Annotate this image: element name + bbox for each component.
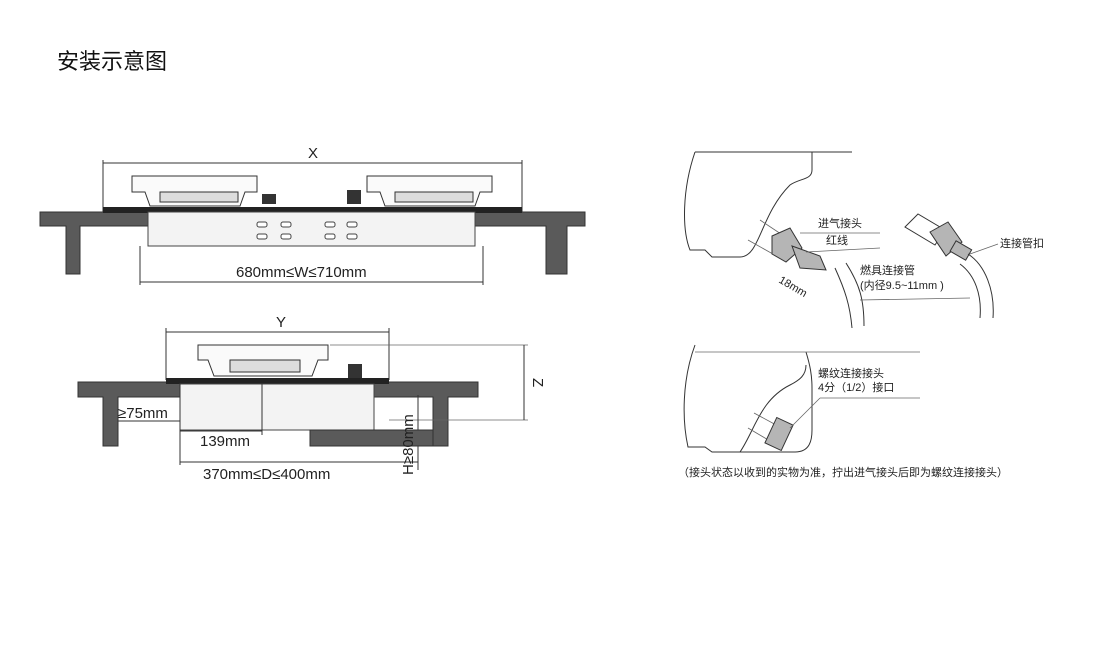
thread-connector-label: 螺纹连接接头: [818, 366, 884, 380]
red-line-label: 红线: [826, 233, 848, 247]
thread-spec-label: 4分（1/2）接口: [818, 381, 894, 394]
thread-connection-detail: 螺纹连接接头 4分（1/2）接口 （接头状态以收到的实物为准，拧出进气接头后即为…: [678, 344, 1008, 479]
d-label: 370mm≤D≤400mm: [203, 466, 330, 483]
clearance-label: ≥75mm: [118, 405, 168, 422]
thread-connector: [764, 416, 794, 452]
inlet-connection-detail: 进气接头 红线 18mm 燃具连接管 (内径9.5~11mm ) 连接管扣: [684, 151, 1044, 329]
z-label: Z: [529, 378, 546, 387]
w-label: 680mm≤W≤710mm: [236, 264, 367, 281]
inlet-connector: [791, 245, 827, 271]
x-label: X: [308, 145, 318, 162]
note-text: （接头状态以收到的实物为准，拧出进气接头后即为螺纹连接接头）: [678, 465, 1008, 479]
hob-body: [147, 211, 476, 247]
side-knob: [348, 364, 362, 378]
right-knob: [347, 190, 361, 204]
left-knob: [262, 194, 276, 204]
length-label: 18mm: [777, 274, 809, 300]
page-title: 安装示意图: [57, 50, 168, 75]
side-view: Y Z ≥75mm 139mm 370mm≤D≤400mm H≥80mm: [77, 314, 546, 483]
y-label: Y: [276, 314, 286, 331]
hose-label: 燃具连接管: [860, 263, 915, 277]
side-hob-body: [179, 383, 375, 431]
hose-spec-label: (内径9.5~11mm ): [860, 278, 944, 292]
offset-label: 139mm: [200, 433, 250, 450]
front-view: X 680mm≤W≤710mm: [39, 145, 586, 285]
bottom-board: [309, 429, 434, 447]
h-label: H≥80mm: [400, 414, 417, 475]
inlet-label: 进气接头: [818, 216, 862, 230]
clamp-label: 连接管扣: [1000, 236, 1044, 250]
